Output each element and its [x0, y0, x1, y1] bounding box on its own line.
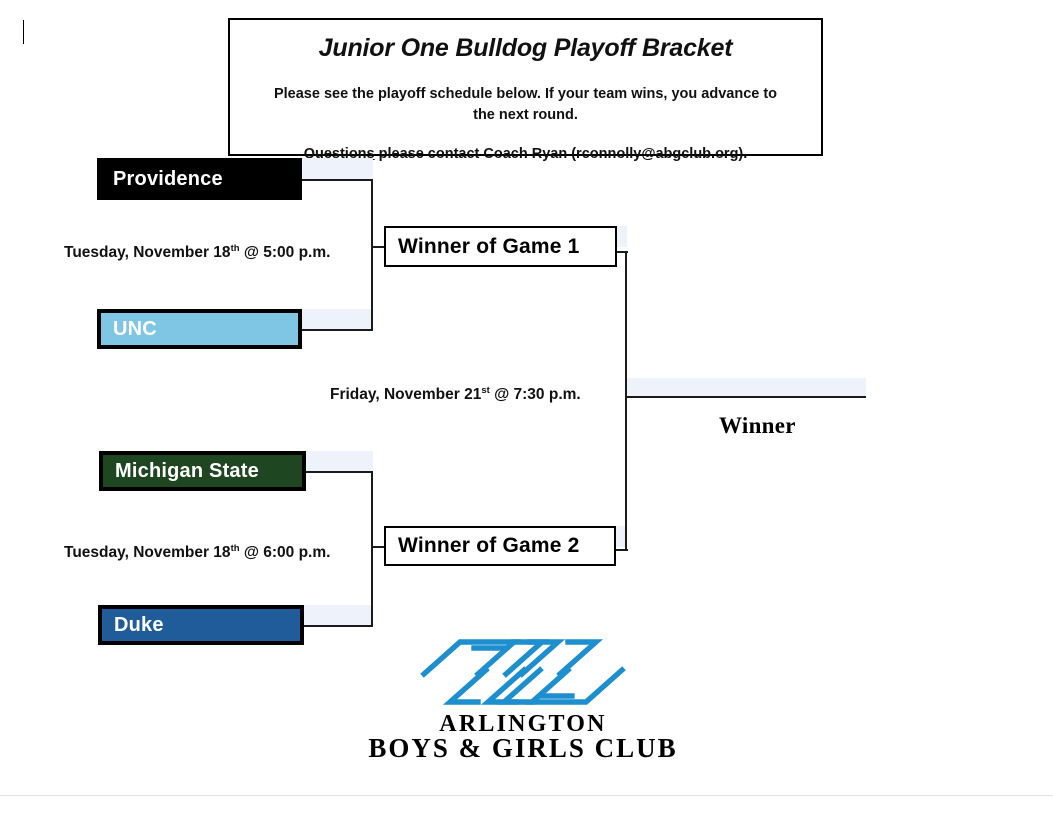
schedule-final-game: Friday, November 21st @ 7:30 p.m.: [330, 385, 581, 404]
winner-of-game-1-label: Winner of Game 1: [398, 234, 580, 258]
contact-text: please contact Coach Ryan (rconnolly@abg…: [374, 145, 748, 162]
header-subtitle: Please see the playoff schedule below. I…: [273, 85, 778, 123]
team-box-unc[interactable]: UNC: [97, 309, 302, 349]
highlight-band-duke: [304, 605, 373, 626]
winner-of-game-2-label: Winner of Game 2: [398, 534, 580, 557]
schedule-day: Friday, November 21: [330, 386, 482, 404]
connector-duke: [304, 625, 373, 627]
bottom-divider: [0, 795, 1053, 796]
logo-text-boys-girls-club: BOYS & GIRLS CLUB: [368, 733, 678, 763]
connector-vertical-final-lower: [625, 398, 627, 550]
schedule-time: @ 5:00 p.m.: [239, 244, 331, 262]
highlight-band-champion: [627, 378, 866, 397]
schedule-suffix: th: [230, 543, 240, 554]
header-info-box: Junior One Bulldog Playoff Bracket Pleas…: [228, 18, 823, 162]
schedule-time: @ 7:30 p.m.: [489, 386, 581, 404]
connector-vertical-game-1: [371, 179, 373, 330]
schedule-day: Tuesday, November 18: [64, 244, 231, 262]
champion-label: Winner: [719, 413, 796, 438]
highlight-band-winner-game-1: [617, 226, 627, 247]
schedule-day: Tuesday, November 18: [64, 544, 231, 562]
connector-vertical-final: [625, 251, 627, 398]
highlight-band-winner-game-2: [616, 526, 627, 547]
team-name: UNC: [113, 317, 157, 340]
connector-champion-out: [625, 396, 866, 398]
schedule-game-1: Tuesday, November 18th @ 5:00 p.m.: [64, 243, 330, 262]
page-title: Junior One Bulldog Playoff Bracket: [318, 34, 733, 62]
team-box-duke[interactable]: Duke: [98, 605, 304, 645]
connector-michigan-state: [306, 471, 373, 473]
team-name: Duke: [114, 613, 164, 636]
boys-and-girls-club-hands-icon: [420, 639, 626, 705]
club-logo: ARLINGTON BOYS & GIRLS CLUB: [358, 634, 688, 763]
text-caret: [23, 20, 24, 44]
highlight-band-unc: [302, 309, 373, 330]
highlight-band-michigan-state: [306, 451, 373, 472]
questions-link[interactable]: Questions: [303, 145, 375, 162]
connector-game-1-out: [371, 246, 386, 248]
schedule-game-2: Tuesday, November 18th @ 6:00 p.m.: [64, 543, 330, 562]
highlight-band-providence: [302, 158, 373, 180]
connector-unc: [302, 329, 373, 331]
connector-providence: [302, 179, 373, 181]
connector-final-in-top: [616, 251, 628, 253]
schedule-suffix: st: [481, 385, 490, 396]
winner-of-game-1-box[interactable]: Winner of Game 1: [384, 226, 617, 267]
team-name: Michigan State: [115, 459, 259, 482]
logo-text-arlington: ARLINGTON: [439, 711, 607, 737]
schedule-suffix: th: [230, 243, 240, 254]
team-box-michigan-state[interactable]: Michigan State: [99, 451, 306, 491]
connector-game-2-out: [371, 546, 386, 548]
team-name: Providence: [113, 167, 223, 190]
winner-of-game-2-box[interactable]: Winner of Game 2: [384, 526, 616, 566]
connector-final-in-bottom: [616, 549, 628, 551]
schedule-time: @ 6:00 p.m.: [239, 544, 331, 562]
connector-vertical-game-2: [371, 471, 373, 626]
team-box-providence[interactable]: Providence: [97, 158, 302, 200]
header-contact-line: Questions please contact Coach Ryan (rco…: [244, 145, 807, 165]
